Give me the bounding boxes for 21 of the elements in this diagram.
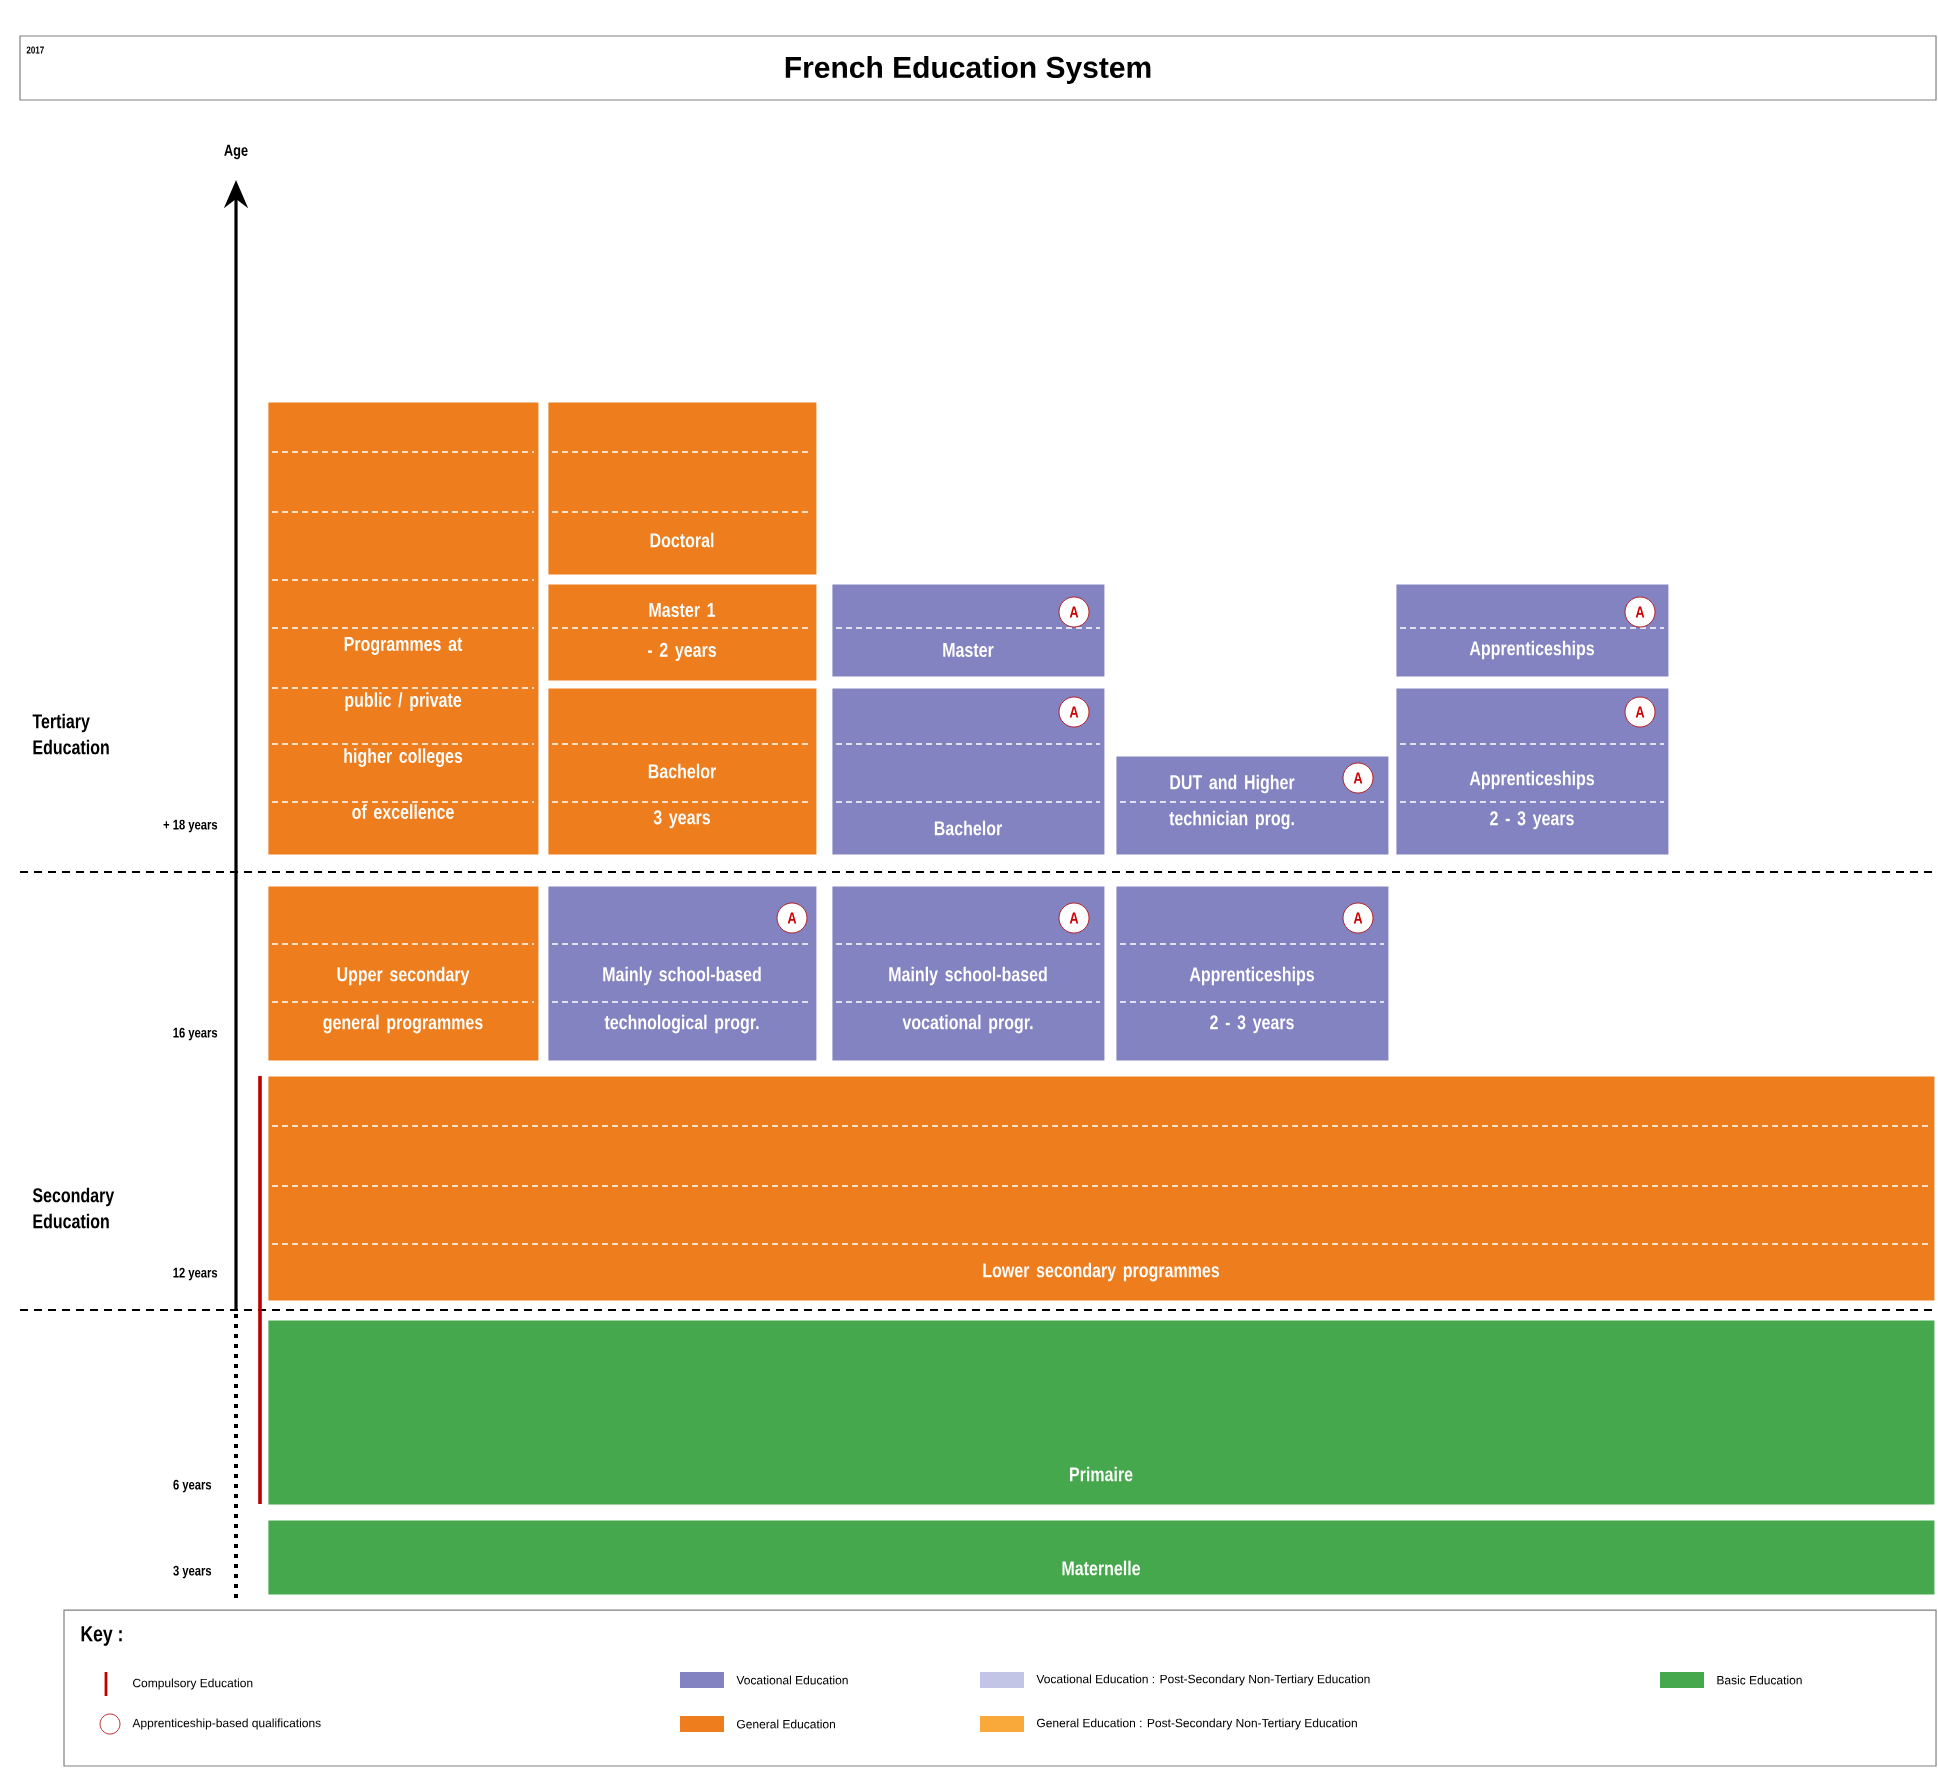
key-heading: Key : [81,1626,122,1646]
apprenticeship-badge: A [776,902,808,934]
title: French Education System [785,56,1151,84]
program-box: Doctoral [548,402,817,575]
apprenticeship-badge: A [1058,596,1090,628]
program-box: Maternelle [268,1520,1935,1595]
program-box: Lower secondary programmes [268,1076,1935,1301]
program-box: Programmes at public / private higher colleges of excellence [268,402,539,855]
axis-label: Secondary Education [32,1187,115,1229]
apprenticeship-badge: A [1624,596,1656,628]
apprenticeship-badge: A [1058,902,1090,934]
program-box: Upper secondary general programmes [268,886,539,1061]
apprenticeship-badge: A [1624,696,1656,728]
apprenticeship-badge: A [1342,902,1374,934]
program-box: Bachelor 3 years [548,688,817,855]
apprenticeship-badge: A [1342,762,1374,794]
axis-label: Tertiary Education [32,713,109,755]
apprenticeship-badge: A [1058,696,1090,728]
axis-label: Age [224,144,248,160]
program-box: Primaire [268,1320,1935,1505]
program-box: Master 1 - 2 years [548,584,817,681]
